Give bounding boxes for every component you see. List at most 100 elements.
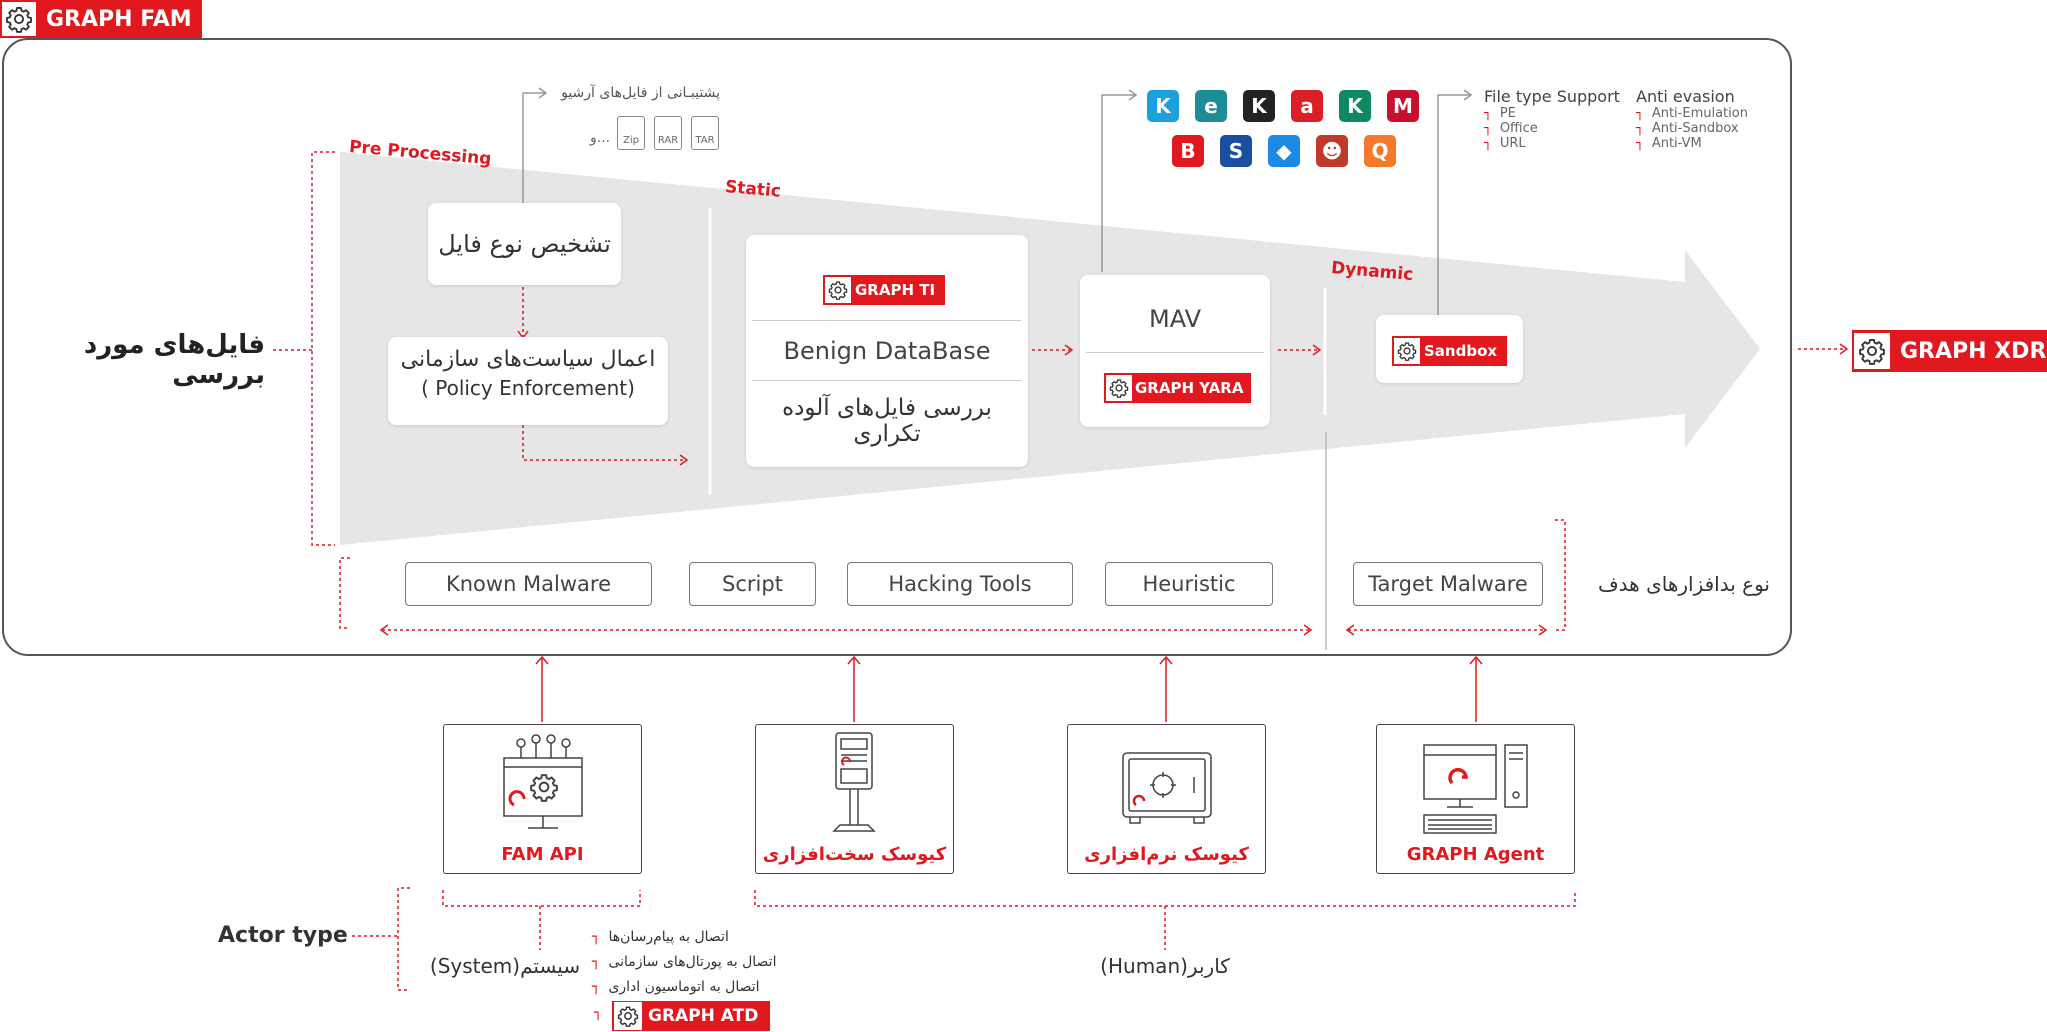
- actor-label: GRAPH Agent: [1406, 844, 1545, 865]
- heuristic-label: Heuristic: [1142, 572, 1236, 596]
- graph-ti-badge: GRAPH TI: [823, 275, 946, 305]
- actor-label: کیوسک سخت‌افزاری: [762, 844, 947, 865]
- script-label: Script: [722, 572, 783, 596]
- policy-enforcement-card: اعمال سیاست‌های سازمانی ( Policy Enforce…: [388, 337, 668, 425]
- hardware-kiosk-icon: [832, 732, 876, 832]
- gear-icon: [0, 0, 38, 38]
- file-type-detection-card: تشخیص نوع فایل: [428, 203, 621, 285]
- bullet-mark: ┐: [1636, 106, 1644, 121]
- anti-evasion-title: Anti evasion: [1636, 87, 1735, 106]
- graph-xdr-label: GRAPH XDR: [1900, 338, 2047, 364]
- eset-icon: e: [1195, 90, 1227, 122]
- avira-icon: a: [1291, 90, 1323, 122]
- connections-list: ┐ اتصال به پیام‌رسان‌ها ┐ اتصال به پورتال‌ه…: [592, 925, 776, 1000]
- policy-fa-label: اعمال سیاست‌های سازمانی: [400, 347, 656, 372]
- mav-card: MAV GRAPH YARA: [1080, 275, 1270, 427]
- gear-icon: [614, 1002, 642, 1030]
- target-malware-types-label: نوع بدافزارهای هدف: [1597, 572, 1770, 596]
- bullet-mark: ┐: [592, 979, 601, 995]
- hacking-tools-label: Hacking Tools: [888, 572, 1032, 596]
- api-monitor-icon: [503, 734, 583, 829]
- bullet-mark: ┐: [1484, 136, 1492, 151]
- target-malware-label: Target Malware: [1368, 572, 1528, 596]
- funnel-shape: [340, 152, 1760, 545]
- clamav-icon: ☻: [1316, 135, 1348, 167]
- bullet-mark: ┐: [1636, 136, 1644, 151]
- divider: [752, 320, 1022, 321]
- sophos-icon: S: [1220, 135, 1252, 167]
- bullet-mark: ┐: [1484, 106, 1492, 121]
- sandbox-badge: Sandbox: [1392, 336, 1508, 366]
- mcafee-icon: M: [1387, 90, 1419, 122]
- file-type-detection-label: تشخیص نوع فایل: [438, 230, 611, 258]
- graph-fam-badge: GRAPH FAM: [0, 0, 202, 38]
- tag-heuristic: Heuristic: [1105, 562, 1273, 606]
- gear-icon: [825, 277, 851, 303]
- actor-fam-api: FAM API: [443, 724, 642, 874]
- tar-label: TAR: [695, 135, 715, 146]
- known-malware-label: Known Malware: [445, 572, 612, 596]
- divider: [752, 380, 1022, 381]
- gear-icon: [1394, 338, 1420, 364]
- connection-item: ┐ اتصال به پورتال‌های سازمانی: [592, 950, 776, 975]
- connection-label: اتصال به اتوماسیون اداری: [608, 979, 760, 995]
- workstation-icon: [1423, 744, 1528, 834]
- graph-ti-label: GRAPH TI: [855, 281, 936, 299]
- gear-icon: [1854, 333, 1890, 369]
- brand-label: GRAPH FAM: [46, 6, 192, 32]
- connection-item: ┐ اتصال به اتوماسیون اداری: [592, 975, 776, 1000]
- archive-format-rar: RAR: [654, 116, 682, 150]
- bullet-mark: ┐: [1484, 121, 1492, 136]
- repeat-infected-files-label: بررسی فایل‌های آلوده تکراری: [782, 395, 992, 447]
- human-label: کاربر(Human): [1100, 954, 1230, 978]
- bullet-mark: ┐: [592, 929, 601, 945]
- list-item-label: Anti-Emulation: [1651, 106, 1748, 121]
- software-kiosk-icon: [1122, 752, 1212, 824]
- list-item: ┐URL: [1484, 136, 1620, 151]
- list-item-label: PE: [1499, 106, 1516, 121]
- kaspersky-icon: K: [1243, 90, 1275, 122]
- divider: [1086, 352, 1264, 353]
- graph-yara-badge: GRAPH YARA: [1104, 373, 1252, 403]
- actor-label: کیوسک نرم‌افزاری: [1084, 844, 1249, 865]
- list-item: ┐ PE: [1484, 106, 1620, 121]
- actor-software-kiosk: کیوسک نرم‌افزاری: [1067, 724, 1266, 874]
- sandbox-label: Sandbox: [1424, 342, 1498, 360]
- list-item: ┐Office: [1484, 121, 1620, 136]
- quickheal-icon: Q: [1364, 135, 1396, 167]
- gear-icon: [1106, 375, 1132, 401]
- bullet-mark: ┐: [1636, 121, 1644, 136]
- files-under-review-label: فایل‌های مورد بررسی: [83, 330, 265, 390]
- list-item-label: Anti-VM: [1651, 136, 1702, 151]
- bullet-mark: ┐: [592, 954, 601, 970]
- graph-atd-badge: GRAPH ATD: [612, 1001, 771, 1031]
- system-label: سیستم(System): [429, 954, 581, 978]
- rar-label: RAR: [657, 135, 679, 146]
- policy-en-label: ( Policy Enforcement): [421, 376, 635, 400]
- connection-label: اتصال به پورتال‌های سازمانی: [608, 954, 777, 970]
- graph-yara-label: GRAPH YARA: [1135, 379, 1244, 397]
- kaspersky-like-icon: K: [1147, 90, 1179, 122]
- list-item: ┐ Anti-Sandbox: [1636, 121, 1748, 136]
- bitdefender-icon: B: [1172, 135, 1204, 167]
- list-item-label: Anti-Sandbox: [1651, 121, 1739, 136]
- actor-graph-agent: GRAPH Agent: [1376, 724, 1575, 874]
- anti-evasion: Anti evasion ┐ Anti-Emulation ┐ Anti-Sandbo…: [1636, 87, 1748, 151]
- archive-more-label: و...: [590, 130, 611, 146]
- main-container: [2, 38, 1792, 656]
- connection-label: اتصال به پیام‌رسان‌ها: [608, 929, 729, 945]
- k7-icon: K: [1339, 90, 1371, 122]
- file-type-support: File type Support ┐PE┐Office┐URL: [1484, 87, 1620, 151]
- tag-known-malware: Known Malware: [405, 562, 652, 606]
- benign-database-label: Benign DataBase: [783, 337, 991, 365]
- static-analysis-card: GRAPH TI Benign DataBase بررسی فایل‌های …: [746, 235, 1028, 467]
- sandbox-card: Sandbox: [1376, 315, 1523, 383]
- tag-script: Script: [689, 562, 816, 606]
- list-item: ┐ Anti-VM: [1636, 136, 1748, 151]
- actor-type-label: Actor type: [218, 923, 348, 948]
- graph-atd-label: GRAPH ATD: [648, 1006, 759, 1026]
- archive-support-label: پشتیبـانی از فایل‌های آرشیو: [561, 85, 720, 101]
- atd-bullet: ┐: [594, 1005, 603, 1021]
- list-item: ┐ Anti-Emulation: [1636, 106, 1748, 121]
- tag-hacking-tools: Hacking Tools: [847, 562, 1073, 606]
